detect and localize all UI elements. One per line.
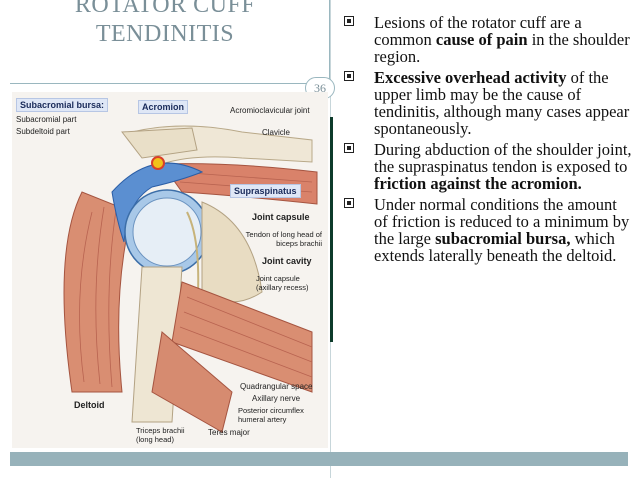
bullet-text: Excessive overhead activity of the upper… <box>374 68 629 138</box>
checkbox-bullet-icon <box>344 16 354 26</box>
label-acromion: Acromion <box>138 100 189 114</box>
label-deltoid: Deltoid <box>74 400 105 410</box>
bullet-segment: During abduction of the shoulder joint, … <box>374 140 632 176</box>
checkbox-bullet-icon <box>344 143 354 153</box>
bullet-text: During abduction of the shoulder joint, … <box>374 140 632 193</box>
bullet-segment: Under normal conditions the amount of fr… <box>374 195 630 248</box>
label-quadrangular-space: Quadrangular space <box>240 382 313 391</box>
bullet-list: Lesions of the rotator cuff are a common… <box>342 14 632 268</box>
label-joint-cavity: Joint cavity <box>262 256 312 266</box>
bullet-text: Lesions of the rotator cuff are a common… <box>374 13 630 66</box>
footer-bar <box>10 452 628 466</box>
bullet-segment: Lesions of the rotator cuff are a common <box>374 13 582 49</box>
label-subacromial-bursa: Subacromial bursa: <box>16 98 109 112</box>
bullet-segment: which extends laterally beneath the delt… <box>374 229 617 265</box>
shoulder-illustration <box>12 92 328 448</box>
bullet-item: Excessive overhead activity of the upper… <box>342 69 632 137</box>
title-line-1: ROTATOR CUFF <box>74 0 256 18</box>
slide-title: ROTATOR CUFF TENDINITIS <box>20 0 310 49</box>
label-clavicle: Clavicle <box>262 128 291 137</box>
bullet-segment: of the upper limb may be the cause of te… <box>374 68 630 138</box>
label-posterior-circumflex: Posterior circumflex humeral artery <box>238 406 304 424</box>
bullet-segment: subacromial bursa, <box>435 229 571 248</box>
checkbox-bullet-icon <box>344 198 354 208</box>
bullet-text: Under normal conditions the amount of fr… <box>374 195 629 265</box>
label-tendon-biceps: Tendon of long head of biceps brachii <box>245 230 322 248</box>
label-joint-capsule-axillary: Joint capsule (axillary recess) <box>256 274 309 292</box>
bullet-item: Under normal conditions the amount of fr… <box>342 196 632 264</box>
bullet-segment: Excessive overhead activity <box>374 68 567 87</box>
label-acromioclavicular-joint: Acromioclavicular joint <box>230 106 310 115</box>
bullet-item: During abduction of the shoulder joint, … <box>342 141 632 192</box>
label-axillary-nerve: Axillary nerve <box>252 394 301 403</box>
label-joint-capsule: Joint capsule <box>252 212 310 222</box>
label-triceps-brachii: Triceps brachii (long head) <box>136 426 185 444</box>
bullet-segment: friction against the acromion. <box>374 174 582 193</box>
label-supraspinatus: Supraspinatus <box>230 184 301 198</box>
label-subdeltoid-part: Subdeltoid part <box>16 127 70 136</box>
label-teres-major: Teres major <box>208 428 250 437</box>
bullet-segment: in the shoulder region. <box>374 30 630 66</box>
title-line-2: TENDINITIS <box>95 21 235 47</box>
checkbox-bullet-icon <box>344 71 354 81</box>
bullet-item: Lesions of the rotator cuff are a common… <box>342 14 632 65</box>
bullet-segment: cause of pain <box>435 30 528 49</box>
title-frame <box>10 0 330 84</box>
shoulder-anatomy-figure: Subacromial bursa: Subacromial part Subd… <box>12 92 328 448</box>
accent-rule <box>330 117 333 342</box>
label-subacromial-part: Subacromial part <box>16 115 77 124</box>
